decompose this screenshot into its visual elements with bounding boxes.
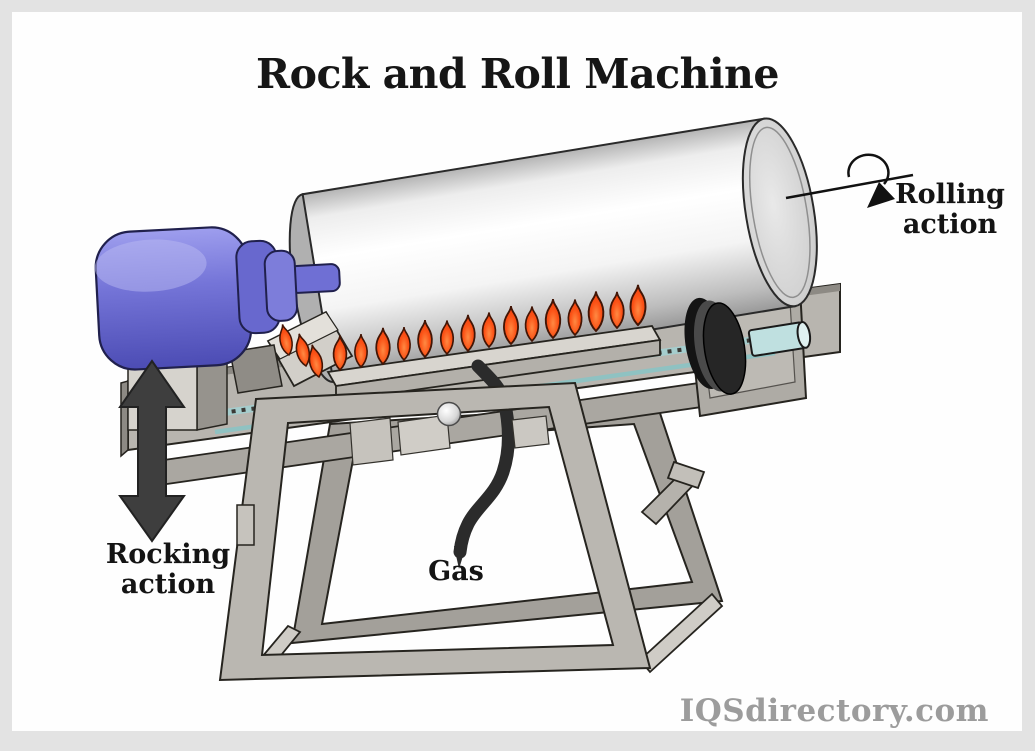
rocking-arrow-icon [118,359,186,543]
support-wheel [684,297,747,395]
label-rocking-line2: action [120,568,216,600]
label-rolling-action: Rolling action [886,180,1014,239]
support-stand-front [218,381,706,682]
pivot-ball [436,401,462,427]
watermark: IQSdirectory.com [679,693,989,729]
label-gas-text: Gas [428,556,484,587]
rolling-arrow-icon [785,153,914,208]
label-rocking-line1: Rocking [105,539,231,570]
label-rolling-line1: Rolling [895,179,1005,210]
pivot-plates [397,414,550,456]
label-gas: Gas [406,557,506,587]
label-rolling-line2: action [902,208,998,240]
label-rocking-action: Rocking action [105,540,231,599]
pivot-pipe [747,321,812,357]
diagram-title: Rock and Roll Machine [256,50,779,98]
